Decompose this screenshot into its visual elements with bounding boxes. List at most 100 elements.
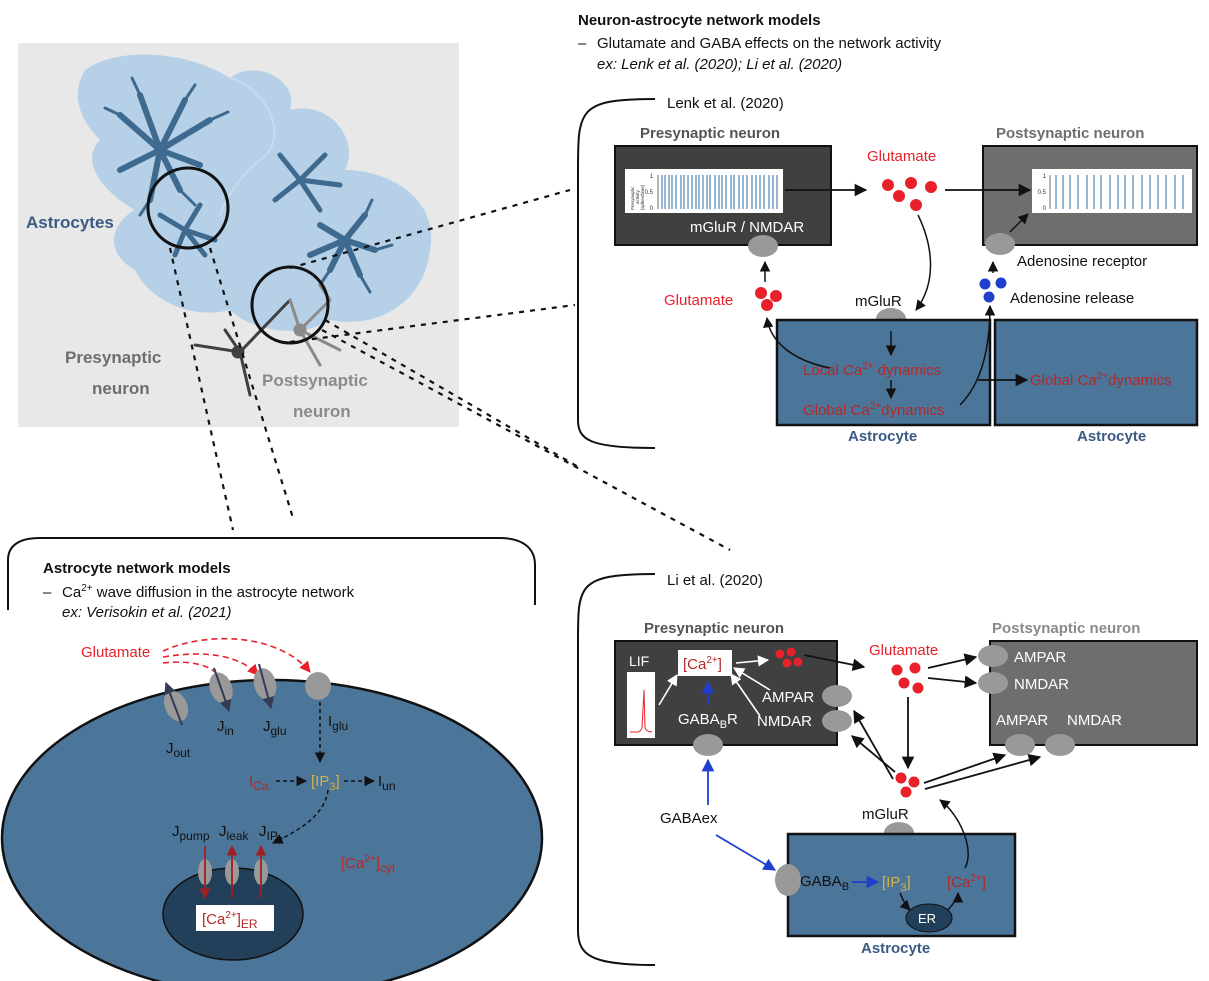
astro-models-section: Astrocyte network models – Ca2+ wave dif… xyxy=(0,537,544,981)
astrocyte-cells xyxy=(103,76,394,294)
overview-panel: Astrocytes Presynaptic neuron Postsynapt… xyxy=(18,43,459,427)
connector-lines xyxy=(168,188,731,551)
astro-models-line1: Ca2+ wave diffusion in the astrocyte net… xyxy=(62,583,355,601)
astro-channel-mglur xyxy=(305,672,331,700)
lenk-title: Lenk et al. (2020) xyxy=(667,95,784,112)
astro-j-pump: Jpump xyxy=(172,823,210,843)
lenk-pre-plot xyxy=(625,169,783,213)
lenk-pre-receptor xyxy=(748,235,778,257)
li-astro-glutamate-dots xyxy=(895,772,920,798)
lenk-adenosine-receptor: Adenosine receptor xyxy=(1017,253,1147,270)
overview-pre-label-1: Presynaptic xyxy=(65,348,161,367)
li-title: Li et al. (2020) xyxy=(667,572,763,589)
header-line1: Glutamate and GABA effects on the networ… xyxy=(597,35,942,52)
li-gabab-receptor xyxy=(693,734,723,756)
astro-j-glu: Jglu xyxy=(263,718,287,738)
astro-j-ip3: JIP3 xyxy=(259,823,283,845)
lenk-bracket xyxy=(577,98,656,449)
lenk-post-plot xyxy=(1032,169,1192,213)
lenk-adenosine-dots xyxy=(979,277,1007,303)
overview-post-label-1: Postsynaptic xyxy=(262,371,368,390)
lenk-plot-ylabel-2: activity xyxy=(635,189,640,204)
lenk-astrocyte-label-1: Astrocyte xyxy=(848,428,917,445)
li-post-nmdar-2: NMDAR xyxy=(1067,712,1122,729)
li-astro-ip3: [IP3] xyxy=(882,874,911,894)
astro-j-leak: Jleak xyxy=(219,823,250,843)
astro-glutamate: Glutamate xyxy=(81,644,150,661)
li-astro-gabab-receptor xyxy=(775,864,801,896)
lenk-glutamate-top: Glutamate xyxy=(867,148,936,165)
li-glutamate: Glutamate xyxy=(869,642,938,659)
lenk-local-ca: Local Ca2+ dynamics xyxy=(803,361,941,379)
lenk-post-spikes xyxy=(1055,175,1184,209)
lenk-glutamate-dots xyxy=(882,177,937,211)
lenk-global-ca: Global Ca2+dynamics xyxy=(803,401,944,419)
lenk-pre-tick-0: 0 xyxy=(650,206,654,212)
lenk-post-tick-05: 0.5 xyxy=(1038,190,1047,196)
lenk-pre-tick-05: 0.5 xyxy=(645,190,654,196)
li-gabaex: GABAex xyxy=(660,810,718,827)
astrocyte-territory xyxy=(77,54,432,331)
lenk-global-ca-right: Global Ca2+dynamics xyxy=(1030,371,1171,389)
zoom-circle-astrocyte xyxy=(146,166,230,250)
li-post-ampar-receptor-2 xyxy=(1005,734,1035,756)
astro-i-glu: Iglu xyxy=(328,713,348,733)
astro-models-line2: ex: Verisokin et al. (2021) xyxy=(62,604,232,621)
li-pre-ampar-receptor xyxy=(822,685,852,707)
astro-channel-out xyxy=(163,690,189,722)
astro-j-out: Jout xyxy=(166,740,191,760)
lenk-pre-spikes xyxy=(661,175,778,209)
li-post-nmdar: NMDAR xyxy=(1014,676,1069,693)
lenk-mglur-label: mGluR xyxy=(855,293,902,310)
li-post-box xyxy=(989,640,1198,746)
lenk-mglur-nmdar: mGluR / NMDAR xyxy=(690,219,804,236)
li-astro-gabab: GABAB xyxy=(800,873,849,893)
lenk-section: Lenk et al. (2020) Presynaptic neuron 1 … xyxy=(577,95,1199,449)
lenk-pre-tick-1: 1 xyxy=(650,174,654,180)
overview-astrocytes-label: Astrocytes xyxy=(26,213,114,232)
astro-models-bracket xyxy=(7,537,536,610)
lenk-astrocyte-box-2 xyxy=(993,318,1199,427)
li-post-ampar-2: AMPAR xyxy=(996,712,1048,729)
li-pre-title: Presynaptic neuron xyxy=(644,620,784,637)
lenk-astrocyte-box-1 xyxy=(775,318,992,427)
lenk-post-receptor xyxy=(985,233,1015,255)
li-astrocyte-label: Astrocyte xyxy=(861,940,930,957)
li-mglur: mGluR xyxy=(862,806,909,823)
lenk-pre-title: Presynaptic neuron xyxy=(640,125,780,142)
astro-ca-er: [Ca2+]ER xyxy=(202,910,258,931)
lenk-plot-ylabel-3: [spikes/time] xyxy=(640,185,645,210)
li-gabab-r: GABABR xyxy=(678,711,738,731)
lenk-post-title: Postsynaptic neuron xyxy=(996,125,1144,142)
li-post-ampar: AMPAR xyxy=(1014,649,1066,666)
astro-i-un: Iun xyxy=(378,773,396,793)
li-lif-plot xyxy=(627,672,655,738)
lenk-glutamate-left-dots xyxy=(755,287,782,311)
astro-ca-er-box xyxy=(196,905,274,931)
li-post-nmdar-receptor-2 xyxy=(1045,734,1075,756)
astro-ca-cyt: [Ca2+]cyt xyxy=(341,854,396,875)
li-astro-ca: [Ca2+] xyxy=(947,873,986,891)
li-post-title: Postsynaptic neuron xyxy=(992,620,1140,637)
li-bracket xyxy=(577,573,656,966)
li-er-label: ER xyxy=(918,911,936,926)
li-lif: LIF xyxy=(629,653,649,669)
li-post-ampar-receptor xyxy=(978,645,1008,667)
lenk-astrocyte-label-2: Astrocyte xyxy=(1077,428,1146,445)
header-dash: – xyxy=(578,35,587,52)
li-astrocyte-box xyxy=(786,832,1017,938)
astro-ip3: [IP3] xyxy=(311,773,340,793)
lenk-adenosine-release: Adenosine release xyxy=(1010,290,1134,307)
li-pre-ampar: AMPAR xyxy=(762,689,814,706)
li-ca-box xyxy=(678,650,732,676)
li-lif-trace xyxy=(630,689,653,733)
overview-post-label-2: neuron xyxy=(293,402,351,421)
li-section: Li et al. (2020) Presynaptic neuron LIF … xyxy=(577,572,1198,966)
lenk-post-tick-0: 0 xyxy=(1043,206,1047,212)
lenk-glutamate-left: Glutamate xyxy=(664,292,733,309)
header-title: Neuron-astrocyte network models xyxy=(578,12,821,29)
li-glutamate-dots xyxy=(891,662,924,694)
li-ca: [Ca2+] xyxy=(683,655,722,673)
li-pre-glutamate-dots xyxy=(775,647,803,668)
li-post-nmdar-receptor xyxy=(978,672,1008,694)
